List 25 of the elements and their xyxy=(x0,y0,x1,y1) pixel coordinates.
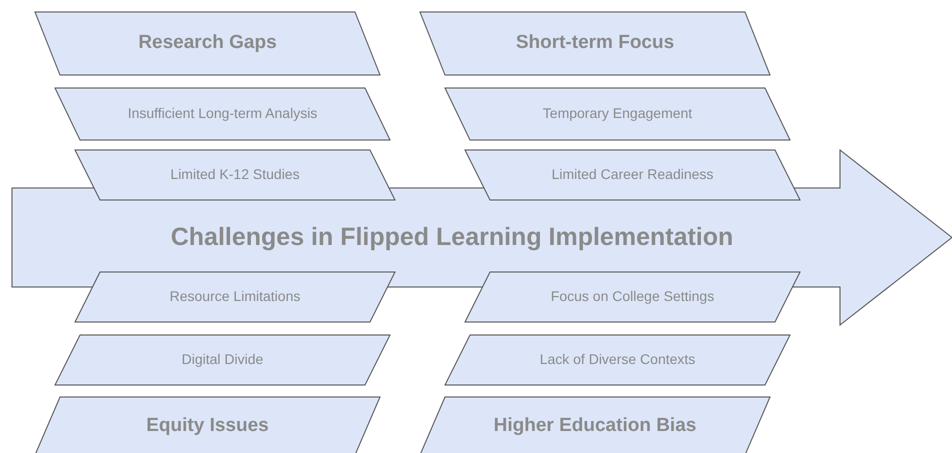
node-label: Research Gaps xyxy=(138,33,277,54)
parallelogram-shape xyxy=(465,150,800,200)
node-label: Lack of Diverse Contexts xyxy=(540,352,696,368)
node-label: Equity Issues xyxy=(146,416,269,436)
main-title: Challenges in Flipped Learning Implementation xyxy=(170,224,734,252)
parallelogram-shape xyxy=(445,88,790,140)
parallelogram-shape xyxy=(55,335,390,385)
parallelogram-shape xyxy=(420,397,770,453)
node-label: Resource Limitations xyxy=(170,289,300,305)
node-label: Short-term Focus xyxy=(516,33,674,54)
node-label: Limited K-12 Studies xyxy=(170,167,300,183)
node-label: Digital Divide xyxy=(182,352,264,368)
parallelogram-shape xyxy=(35,12,380,75)
node-label: Insufficient Long-term Analysis xyxy=(128,106,318,122)
parallelogram-shape xyxy=(420,12,770,75)
node-label: Temporary Engagement xyxy=(542,106,692,122)
parallelogram-shape xyxy=(75,150,395,200)
node-label: Higher Education Bias xyxy=(494,416,696,436)
node-label: Limited Career Readiness xyxy=(552,167,714,183)
parallelogram-shape xyxy=(55,88,390,140)
parallelogram-shape xyxy=(445,335,790,385)
parallelogram-shape xyxy=(75,272,395,322)
parallelogram-shape xyxy=(35,397,380,453)
node-label: Focus on College Settings xyxy=(550,289,714,305)
parallelogram-shape xyxy=(465,272,800,322)
